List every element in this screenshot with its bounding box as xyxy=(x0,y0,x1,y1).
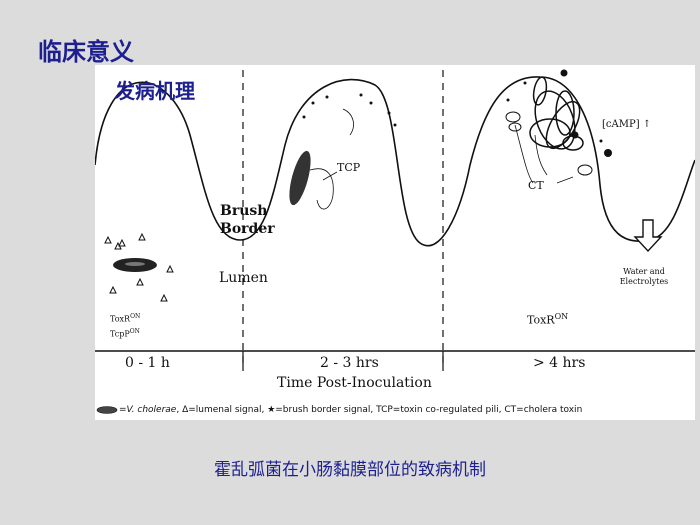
tcp-label: TCP xyxy=(337,161,361,174)
toxr-on-label: ToxRON xyxy=(527,312,569,327)
slide-subtitle: 发病机理 xyxy=(115,79,195,103)
slide-title: 临床意义 xyxy=(38,38,134,66)
time-axis-label: Time Post-Inoculation xyxy=(277,375,432,391)
time-phase-1: 0 - 1 h xyxy=(125,355,170,371)
time-phase-3: > 4 hrs xyxy=(533,355,586,371)
toxr-tcpp-labels: ToxRON TcpPON xyxy=(110,313,141,339)
camp-label: [cAMP] ↑ xyxy=(602,119,652,130)
brush-border-label: Brush Border xyxy=(220,203,275,237)
ct-label: CT xyxy=(528,179,544,192)
lumen-label: Lumen xyxy=(219,270,268,286)
ct-bacteria-cluster xyxy=(529,76,584,151)
bacterium-tcp xyxy=(289,150,311,206)
villus-wave xyxy=(95,76,695,247)
water-arrow xyxy=(633,219,663,253)
slide-caption: 霍乱弧菌在小肠黏膜部位的致病机制 xyxy=(214,460,486,480)
figure-drawing xyxy=(95,69,695,414)
water-electrolytes-label: Water and Electrolytes xyxy=(619,267,669,286)
pathogenesis-figure: 发病机理 Brush Border Lumen TCP CT [cAMP] ↑ … xyxy=(95,65,695,420)
lumenal-signal-triangles xyxy=(104,232,174,302)
time-phase-2: 2 - 3 hrs xyxy=(320,355,379,371)
figure-legend: =V. cholerae, Δ=lumenal signal, ★=brush … xyxy=(119,405,583,415)
